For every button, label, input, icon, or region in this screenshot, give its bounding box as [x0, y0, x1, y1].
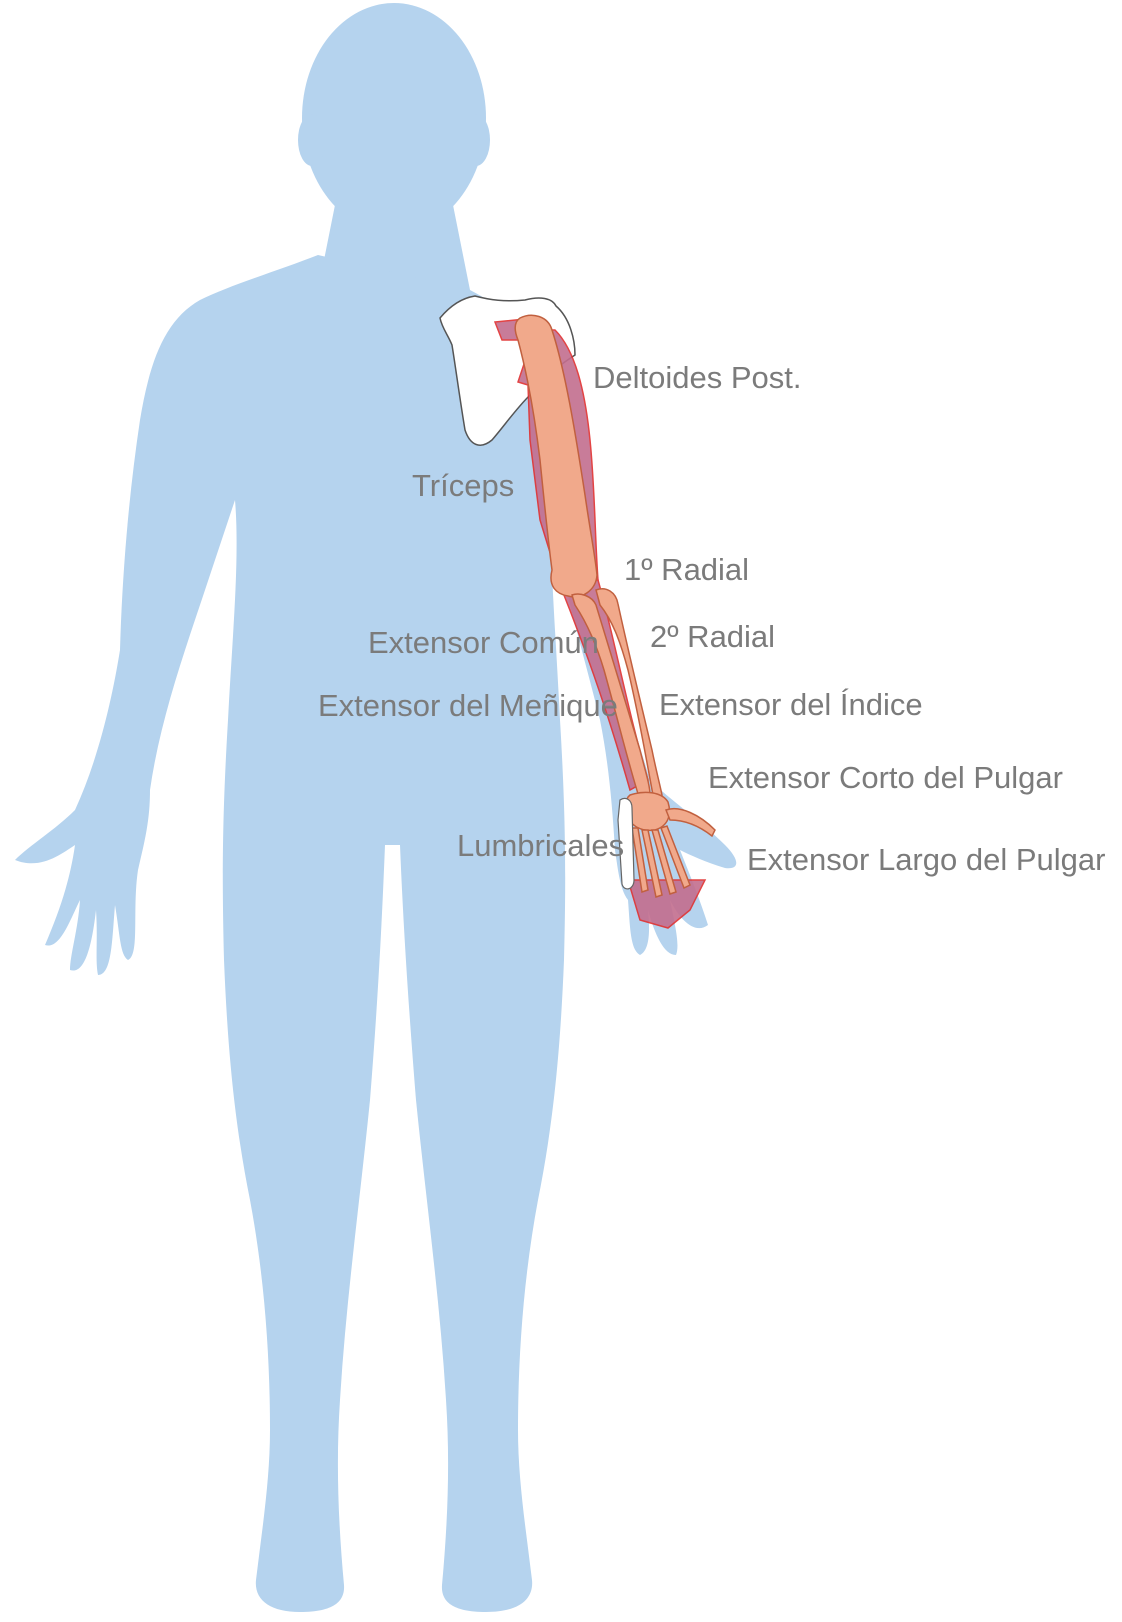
- label-deltoides-post: Deltoides Post.: [593, 362, 802, 393]
- label-radial-1: 1º Radial: [624, 554, 749, 585]
- label-extensor-comun: Extensor Común: [368, 627, 599, 658]
- label-extensor-largo-pulgar: Extensor Largo del Pulgar: [747, 844, 1105, 875]
- label-lumbricales: Lumbricales: [457, 830, 624, 861]
- label-triceps: Tríceps: [412, 470, 514, 501]
- label-extensor-indice: Extensor del Índice: [659, 689, 923, 720]
- label-extensor-corto-pulgar: Extensor Corto del Pulgar: [708, 762, 1063, 793]
- label-radial-2: 2º Radial: [650, 621, 775, 652]
- label-extensor-menique: Extensor del Meñique: [318, 690, 618, 721]
